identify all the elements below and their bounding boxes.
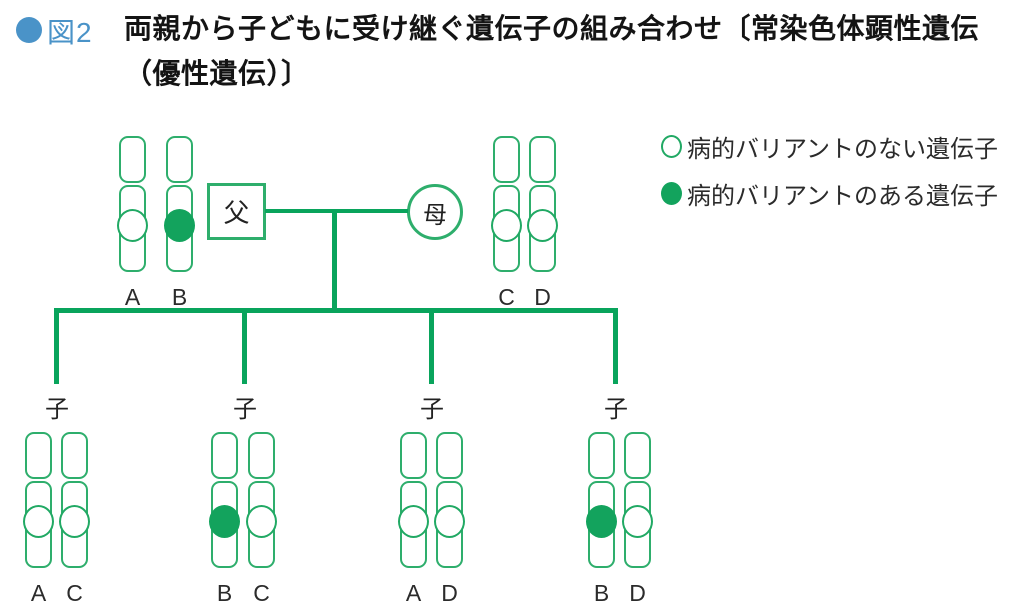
- chromosome-label: B: [171, 284, 188, 310]
- chromosome-label: D: [534, 284, 551, 310]
- gene-circle: [117, 209, 148, 242]
- chromosome-label: A: [30, 580, 47, 606]
- legend-label: 病的バリアントのある遺伝子: [687, 182, 999, 210]
- chromosome-short-arm: [166, 136, 193, 183]
- child-drop-line: [54, 308, 59, 384]
- chromosome-label: B: [593, 580, 610, 606]
- chromosome-label: A: [124, 284, 141, 310]
- chromosome-short-arm: [493, 136, 520, 183]
- chromosome-short-arm: [211, 432, 238, 479]
- chromosome-label: D: [441, 580, 458, 606]
- chromosome-father-a: A: [117, 136, 148, 310]
- chromosome-child3-a: A: [398, 432, 429, 606]
- chromosome-short-arm: [588, 432, 615, 479]
- chromosome-short-arm: [248, 432, 275, 479]
- legend-label: 病的バリアントのない遺伝子: [687, 135, 999, 163]
- gene-circle: [23, 505, 54, 538]
- chromosome-short-arm: [400, 432, 427, 479]
- child-drop-line: [242, 308, 247, 384]
- gene-circle: [491, 209, 522, 242]
- gene-circle: [59, 505, 90, 538]
- chromosome-short-arm: [25, 432, 52, 479]
- chromosome-short-arm: [436, 432, 463, 479]
- chromosome-child1-a: A: [23, 432, 54, 606]
- chromosome-label: C: [498, 284, 515, 310]
- figure-bullet-icon: [16, 17, 42, 43]
- chromosome-label: B: [216, 580, 233, 606]
- chromosome-child4-b: B: [586, 432, 617, 606]
- gene-circle: [209, 505, 240, 538]
- chromosome-mother-d: D: [527, 136, 558, 310]
- sibship-line: [54, 308, 618, 313]
- chromosome-child2-c: C: [246, 432, 277, 606]
- gene-circle: [164, 209, 195, 242]
- chromosome-short-arm: [529, 136, 556, 183]
- chromosome-label: C: [66, 580, 83, 606]
- legend-item-no-variant: 病的バリアントのない遺伝子: [661, 133, 998, 163]
- gene-circle: [398, 505, 429, 538]
- gene-circle: [527, 209, 558, 242]
- figure-title-line2: （優性遺伝）〕: [124, 58, 310, 89]
- child-label: 子: [604, 396, 628, 423]
- legend-item-variant: 病的バリアントのある遺伝子: [661, 180, 998, 210]
- open-circle-icon: [661, 134, 682, 158]
- child-label: 子: [420, 396, 444, 423]
- figure-number: 図2: [47, 17, 93, 48]
- descent-line: [332, 211, 337, 311]
- mother-label: 母: [423, 201, 447, 229]
- chromosome-label: D: [629, 580, 646, 606]
- child-label: 子: [45, 396, 69, 423]
- father-symbol: 父: [207, 183, 266, 240]
- gene-circle: [434, 505, 465, 538]
- child-drop-line: [429, 308, 434, 384]
- chromosome-short-arm: [119, 136, 146, 183]
- chromosome-child4-d: D: [622, 432, 653, 606]
- chromosome-father-b: B: [164, 136, 195, 310]
- filled-circle-icon: [661, 181, 682, 205]
- chromosome-child1-c: C: [59, 432, 90, 606]
- chromosome-label: C: [253, 580, 270, 606]
- child-label: 子: [233, 396, 257, 423]
- gene-circle: [622, 505, 653, 538]
- chromosome-child3-d: D: [434, 432, 465, 606]
- child-drop-line: [613, 308, 618, 384]
- gene-circle: [586, 505, 617, 538]
- chromosome-mother-c: C: [491, 136, 522, 310]
- mother-symbol: 母: [407, 184, 463, 240]
- chromosome-short-arm: [61, 432, 88, 479]
- chromosome-short-arm: [624, 432, 651, 479]
- chromosome-child2-b: B: [209, 432, 240, 606]
- figure-title-line1: 両親から子どもに受け継ぐ遺伝子の組み合わせ〔常染色体顕性遺伝: [124, 13, 980, 44]
- father-label: 父: [223, 198, 250, 228]
- gene-circle: [246, 505, 277, 538]
- chromosome-label: A: [405, 580, 422, 606]
